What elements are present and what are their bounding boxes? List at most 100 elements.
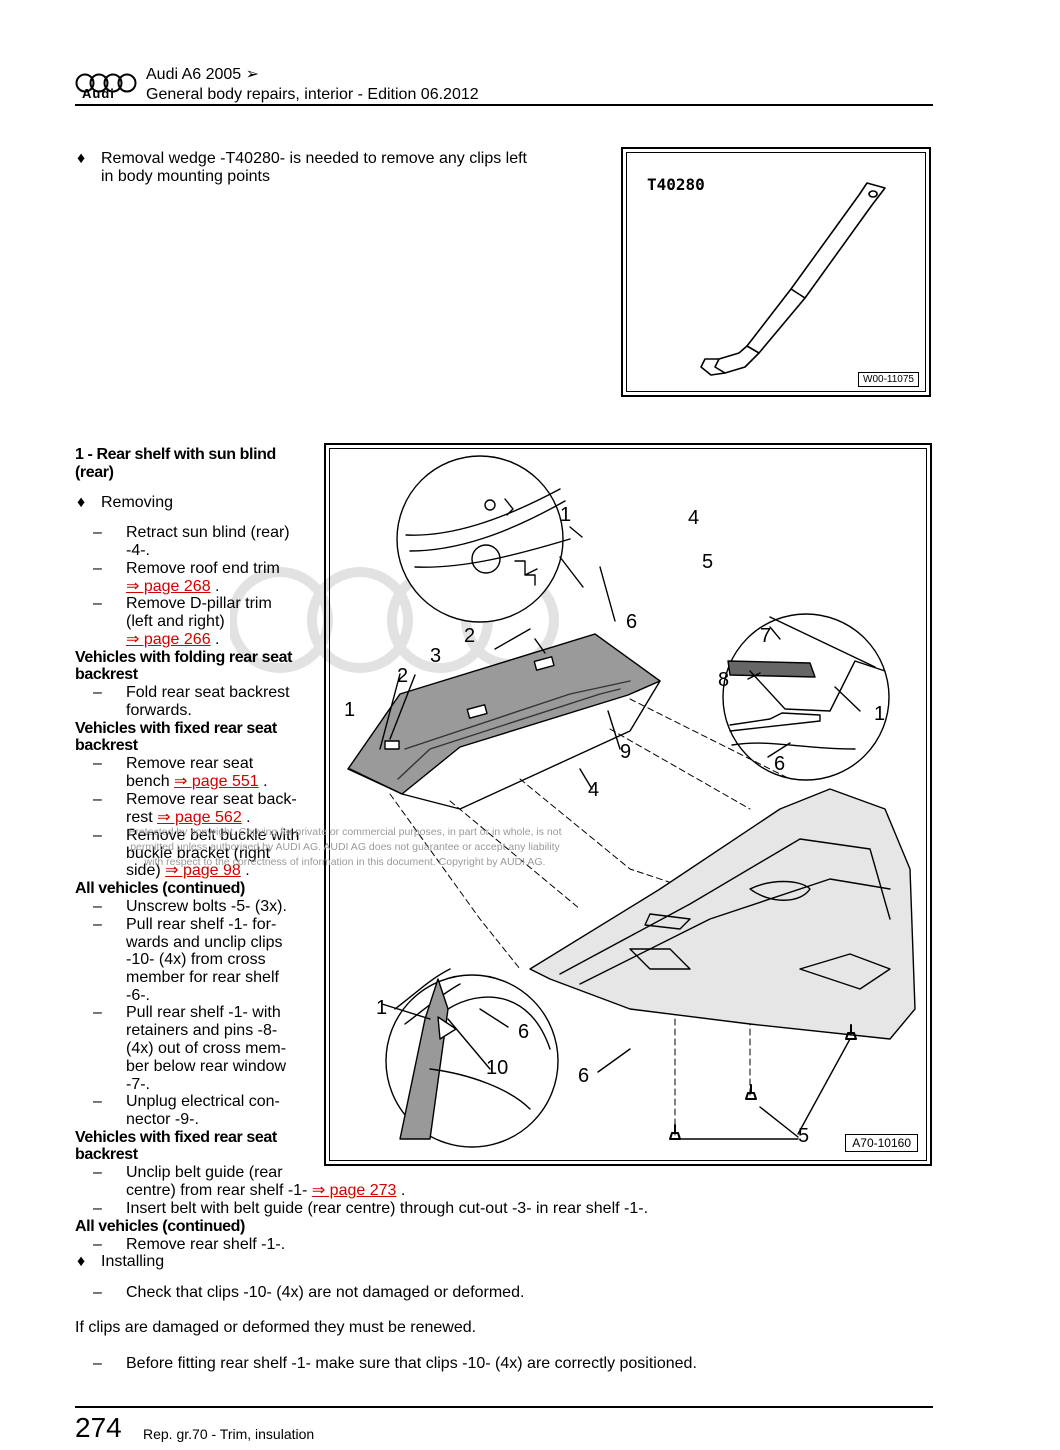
step-2b: ⇒ page 268 . xyxy=(126,578,220,595)
audi-rings-logo-icon xyxy=(75,73,137,93)
dash: – xyxy=(93,560,102,577)
installing-bullet: ♦ xyxy=(77,1253,86,1270)
dash: – xyxy=(93,1236,102,1253)
step-9c: -10- (4x) from cross xyxy=(126,951,266,968)
installing-label: Installing xyxy=(101,1253,165,1270)
link-page-273[interactable]: ⇒ page 273 xyxy=(311,1182,397,1199)
header-model: Audi A6 2005 ➢ xyxy=(146,66,260,83)
dash: – xyxy=(93,1284,102,1301)
step-9a: Pull rear shelf -1- for- xyxy=(126,916,277,933)
step-2a: Remove roof end trim xyxy=(126,560,280,577)
step-10e: -7-. xyxy=(126,1076,150,1093)
rear-shelf-exploded-diagram xyxy=(347,455,916,1148)
step-10a: Pull rear shelf -1- with xyxy=(126,1004,281,1021)
callout: 1 xyxy=(376,997,388,1019)
dash: – xyxy=(93,524,102,541)
heading-fixed-2: backrest xyxy=(75,737,138,754)
step-9d: member for rear shelf xyxy=(126,969,279,986)
callout: 6 xyxy=(774,753,786,775)
dash: – xyxy=(93,1200,102,1217)
dash: – xyxy=(93,1355,102,1372)
step-5a: Remove rear seat xyxy=(126,755,254,772)
heading-fixed-1: Vehicles with fixed rear seat xyxy=(75,720,277,737)
step-9e: -6-. xyxy=(126,987,150,1004)
step-3b: (left and right) xyxy=(126,613,225,630)
intro-line-1: Removal wedge -T40280- is needed to remo… xyxy=(101,150,527,167)
heading-fixed-3: Vehicles with fixed rear seat xyxy=(75,1129,277,1146)
callout: 7 xyxy=(760,625,772,647)
header-rule xyxy=(75,104,933,106)
section-heading-1: 1 - Rear shelf with sun blind xyxy=(75,446,276,463)
dash: – xyxy=(93,898,102,915)
step-1b: -4-. xyxy=(126,542,150,559)
callout: 6 xyxy=(578,1065,590,1087)
callout: 4 xyxy=(688,507,700,529)
callout: 1 xyxy=(874,703,886,725)
callout: 6 xyxy=(626,611,638,633)
callout: 1 xyxy=(344,699,356,721)
step-4a: Fold rear seat backrest xyxy=(126,684,290,701)
copyright-watermark: Protected by copyright. Copying for priv… xyxy=(128,826,562,868)
heading-folding-1: Vehicles with folding rear seat xyxy=(75,649,293,666)
link-page-268[interactable]: ⇒ page 268 xyxy=(126,578,211,595)
step-5b: bench ⇒ page 551 . xyxy=(126,773,268,790)
step-10d: ber below rear window xyxy=(126,1058,287,1075)
tool-figure: T40280 W00-11075 xyxy=(621,147,931,397)
step-6b: rest ⇒ page 562 . xyxy=(126,809,251,826)
step-3a: Remove D-pillar trim xyxy=(126,595,272,612)
removal-wedge-icon xyxy=(700,182,886,376)
intro-bullet: ♦ xyxy=(77,150,86,167)
callout: 2 xyxy=(464,625,476,647)
dash: – xyxy=(93,1093,102,1110)
step-7c: side) ⇒ page 98 . xyxy=(126,862,250,879)
dash: – xyxy=(93,1164,102,1181)
link-page-98[interactable]: ⇒ page 98 xyxy=(165,862,241,879)
callout: 8 xyxy=(718,669,730,691)
step-7b: buckle bracket (right xyxy=(126,845,271,862)
step-16: Before fitting rear shelf -1- make sure … xyxy=(126,1355,697,1372)
dash: – xyxy=(93,827,102,844)
step-11a: Unplug electrical con- xyxy=(126,1093,280,1110)
footer-text: Rep. gr.70 - Trim, insulation xyxy=(143,1426,315,1442)
callout: 9 xyxy=(620,741,632,763)
step-8: Unscrew bolts -5- (3x). xyxy=(126,898,287,915)
callout: 5 xyxy=(702,551,714,573)
step-4b: forwards. xyxy=(126,702,192,719)
link-page-562[interactable]: ⇒ page 562 xyxy=(157,809,242,826)
intro-line-2: in body mounting points xyxy=(101,168,270,185)
page-number: 274 xyxy=(75,1412,122,1443)
step-10c: (4x) out of cross mem- xyxy=(126,1040,287,1057)
heading-folding-2: backrest xyxy=(75,666,138,683)
removing-bullet: ♦ xyxy=(77,494,86,511)
dash: – xyxy=(93,1004,102,1021)
step-9b: wards and unclip clips xyxy=(126,934,283,951)
section-heading-2: (rear) xyxy=(75,464,114,481)
step-14: Remove rear shelf -1-. xyxy=(126,1236,286,1253)
header-subtitle: General body repairs, interior - Edition… xyxy=(146,86,479,103)
callout: 10 xyxy=(486,1057,509,1079)
figure2-ref: A70-10160 xyxy=(845,1134,918,1152)
step-7a: Remove belt buckle with xyxy=(126,827,300,844)
heading-all-2: All vehicles (continued) xyxy=(75,1218,245,1235)
footer-rule xyxy=(75,1406,933,1408)
step-12a: Unclip belt guide (rear xyxy=(126,1164,283,1181)
audi-brand-text: Audi xyxy=(82,86,115,101)
callout: 2 xyxy=(397,665,409,687)
link-page-551[interactable]: ⇒ page 551 xyxy=(174,773,259,790)
step-10b: retainers and pins -8- xyxy=(126,1022,278,1039)
step-3c: ⇒ page 266 . xyxy=(126,631,220,648)
dash: – xyxy=(93,595,102,612)
note-text: If clips are damaged or deformed they mu… xyxy=(75,1319,477,1336)
dash: – xyxy=(93,755,102,772)
step-6a: Remove rear seat back- xyxy=(126,791,297,808)
tool-label: T40280 xyxy=(647,175,705,194)
callout: 1 xyxy=(560,504,572,526)
link-page-266[interactable]: ⇒ page 266 xyxy=(126,631,211,648)
dash: – xyxy=(93,684,102,701)
figure1-ref: W00-11075 xyxy=(858,372,919,387)
step-15: Check that clips -10- (4x) are not damag… xyxy=(126,1284,525,1301)
dash: – xyxy=(93,916,102,933)
callout: 4 xyxy=(588,779,600,801)
heading-fixed-4: backrest xyxy=(75,1146,138,1163)
dash: – xyxy=(93,791,102,808)
